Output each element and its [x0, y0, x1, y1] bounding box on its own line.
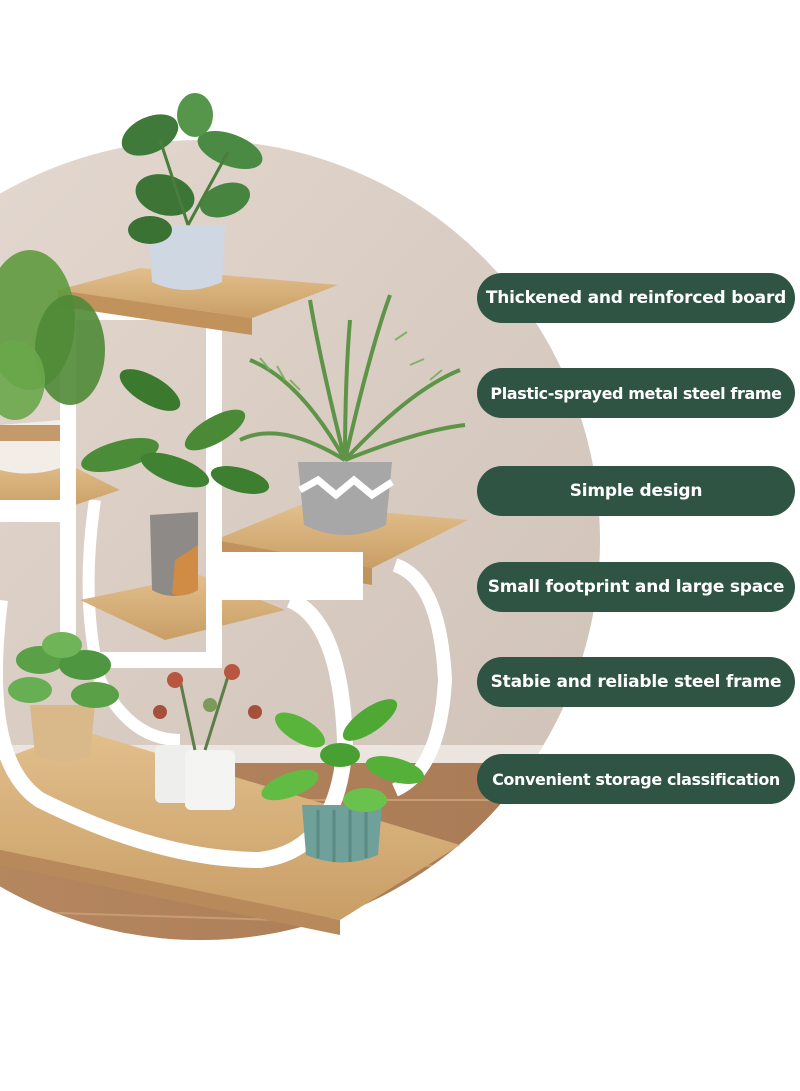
teal-pot [302, 805, 382, 863]
feature-label-board: Thickened and reinforced board [477, 273, 795, 323]
monstera-plant [121, 93, 263, 244]
feature-label-footprint: Small footprint and large space [477, 562, 795, 612]
top-pot [148, 225, 225, 290]
bottom-left-pot [30, 705, 95, 762]
palm-plant [239, 294, 466, 462]
broadleaf-plant [81, 369, 270, 494]
feature-label-stability: Stabie and reliable steel frame [477, 657, 795, 707]
small-pot-2 [185, 750, 235, 810]
chevron-pot [298, 462, 392, 535]
top-board [58, 268, 338, 318]
left-leafy-plant [0, 250, 105, 420]
bottom-board [0, 730, 460, 920]
feature-label-storage: Convenient storage classification [477, 754, 795, 804]
succulent-plant [153, 664, 262, 751]
bottom-right-plant [261, 699, 425, 812]
curved-frame [0, 592, 354, 869]
bottom-left-plant [8, 632, 119, 708]
right-board [215, 505, 468, 568]
feature-label-frame: Plastic-sprayed metal steel frame [477, 368, 795, 418]
feature-label-design: Simple design [477, 466, 795, 516]
